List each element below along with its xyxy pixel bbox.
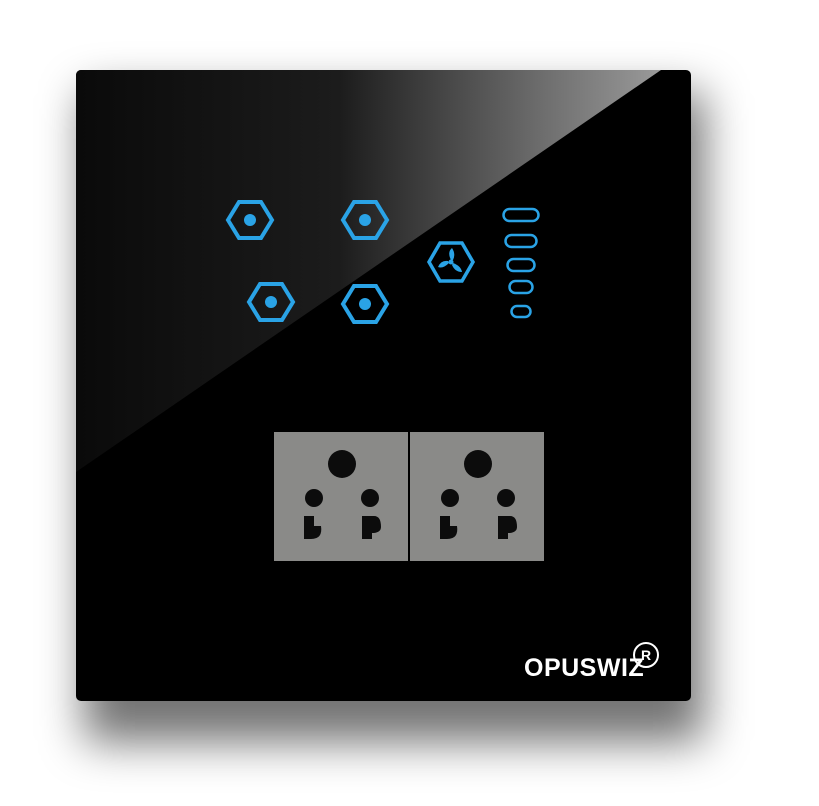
brand-logo: OPUSWIZ	[524, 654, 645, 682]
fan-icon	[426, 241, 476, 283]
touch-button-2[interactable]	[340, 200, 390, 240]
fan-speed-indicator	[502, 207, 540, 319]
power-socket-icon	[440, 450, 517, 539]
speed-level-4[interactable]	[504, 233, 538, 249]
fan-button[interactable]	[426, 241, 476, 283]
registered-trademark: R	[633, 642, 659, 668]
glass-reflection	[76, 70, 661, 472]
socket-left[interactable]	[274, 432, 408, 561]
speed-level-2[interactable]	[508, 279, 534, 295]
hexagon-dot-icon	[340, 284, 390, 324]
hexagon-dot-icon	[340, 200, 390, 240]
touch-area	[225, 200, 540, 324]
hexagon-dot-icon	[246, 282, 296, 322]
power-socket-icon	[304, 450, 381, 539]
speed-level-3[interactable]	[506, 257, 536, 273]
hexagon-dot-icon	[225, 200, 275, 240]
touch-button-1[interactable]	[225, 200, 275, 240]
touch-button-4[interactable]	[340, 284, 390, 324]
speed-level-5[interactable]	[502, 207, 540, 223]
socket-right[interactable]	[410, 432, 544, 561]
switch-panel: OPUSWIZ R	[76, 70, 691, 701]
touch-button-3[interactable]	[246, 282, 296, 322]
speed-level-1[interactable]	[510, 304, 532, 319]
